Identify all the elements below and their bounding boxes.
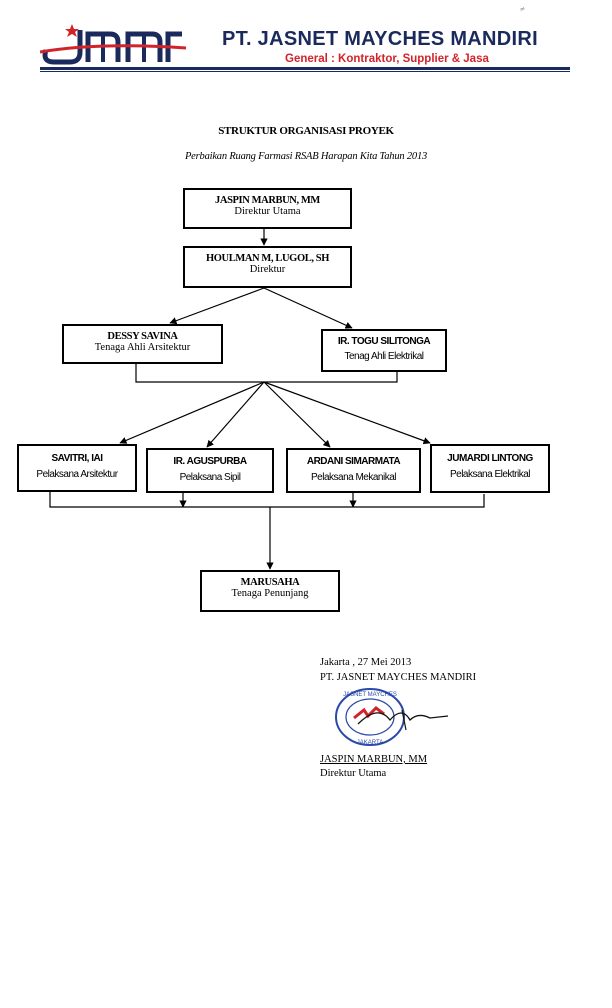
header-rule: [40, 67, 570, 70]
signature-company: PT. JASNET MAYCHES MANDIRI: [320, 672, 477, 683]
org-name: JUMARDI LINTONG: [447, 453, 533, 464]
corner-mark: ≠: [520, 4, 525, 14]
org-role: Tenaga Ahli Arsitektur: [94, 342, 191, 353]
org-role: Tenag Ahli Elektrikal: [344, 351, 425, 362]
org-role: Direktur Utama: [234, 206, 301, 217]
signature-name: JASPIN MARBUN, MM: [320, 754, 428, 765]
org-name: SAVITRI, IAI: [51, 453, 103, 464]
org-role: Direktur: [249, 264, 286, 275]
org-name: ARDANI SIMARMATA: [306, 456, 401, 467]
org-box-support: MARUSAHA Tenaga Penunjang: [200, 570, 340, 612]
signature-place-date: Jakarta , 27 Mei 2013: [320, 657, 412, 668]
org-name: MARUSAHA: [240, 577, 300, 588]
svg-text:JASNET MAYCHES: JASNET MAYCHES: [343, 692, 397, 698]
org-box-exec-architecture: SAVITRI, IAI Pelaksana Arsitektur: [17, 444, 137, 492]
org-box-exec-mechanical: ARDANI SIMARMATA Pelaksana Mekanikal: [286, 448, 421, 493]
org-role: Pelaksana Sipil: [179, 472, 241, 483]
org-role: Tenaga Penunjang: [231, 588, 309, 599]
header-rule-thin: [40, 71, 570, 72]
org-name: IR. TOGU SILITONGA: [337, 336, 431, 347]
company-stamp-signature: JASNET MAYCHES JAKARTA: [335, 688, 449, 746]
org-name: JASPIN MARBUN, MM: [215, 195, 320, 206]
org-role: Pelaksana Mekanikal: [311, 472, 397, 483]
org-box-architect-expert: DESSY SAVINA Tenaga Ahli Arsitektur: [62, 324, 223, 364]
document-subtitle: Perbaikan Ruang Farmasi RSAB Harapan Kit…: [184, 151, 428, 162]
org-name: IR. AGUSPURBA: [173, 456, 247, 467]
document-title: STRUKTUR ORGANISASI PROYEK: [218, 125, 394, 137]
org-role: Pelaksana Elektrikal: [449, 469, 531, 480]
company-tagline: General : Kontraktor, Supplier & Jasa: [285, 53, 489, 65]
org-name: HOULMAN M, LUGOL, SH: [206, 253, 329, 264]
org-box-director: HOULMAN M, LUGOL, SH Direktur: [183, 246, 352, 288]
org-box-electrical-expert: IR. TOGU SILITONGA Tenag Ahli Elektrikal: [321, 329, 447, 372]
org-box-director-main: JASPIN MARBUN, MM Direktur Utama: [183, 188, 352, 229]
org-box-exec-civil: IR. AGUSPURBA Pelaksana Sipil: [146, 448, 274, 493]
signature-title: Direktur Utama: [320, 768, 387, 779]
org-role: Pelaksana Arsitektur: [36, 469, 118, 480]
svg-text:JAKARTA: JAKARTA: [357, 740, 383, 746]
company-name: PT. JASNET MAYCHES MANDIRI: [222, 28, 538, 50]
company-logo: [40, 24, 187, 65]
org-name: DESSY SAVINA: [107, 331, 178, 342]
org-box-exec-electrical: JUMARDI LINTONG Pelaksana Elektrikal: [430, 444, 550, 493]
